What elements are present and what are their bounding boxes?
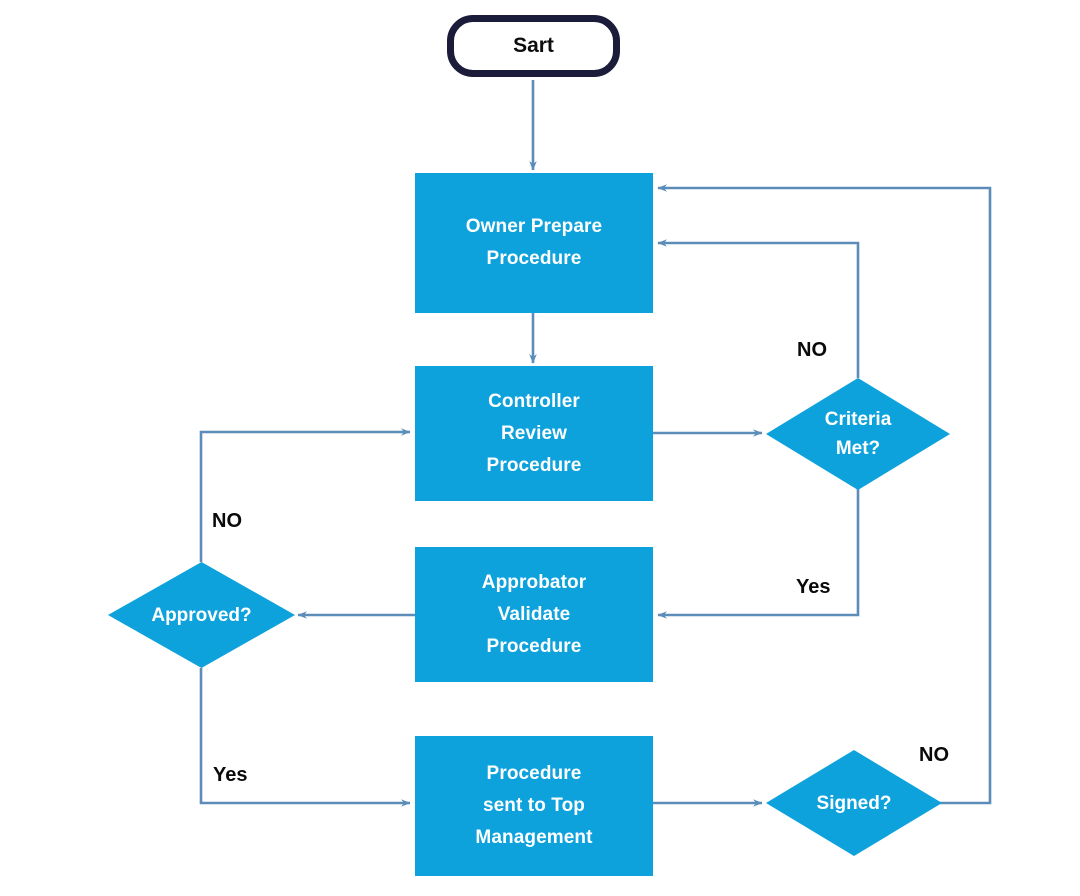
text-line: sent to Top bbox=[482, 795, 586, 816]
text-line: Criteria bbox=[824, 409, 892, 430]
text-line: Controller bbox=[488, 390, 580, 412]
node-start[interactable]: Sart bbox=[447, 15, 620, 77]
node-criteria-met-label: Criteria Met? bbox=[819, 405, 898, 463]
text-line: Procedure bbox=[486, 763, 582, 784]
node-approved-decision[interactable]: Approved? bbox=[108, 562, 295, 668]
node-criteria-met-decision[interactable]: Criteria Met? bbox=[766, 378, 950, 490]
edge-label-signed-no: NO bbox=[919, 744, 949, 766]
text-line: Owner Prepare bbox=[465, 216, 603, 237]
node-controller-review-procedure-label: Controller Review Procedure bbox=[487, 386, 582, 482]
text-line: Review bbox=[500, 422, 568, 444]
text-line: Approved? bbox=[151, 604, 252, 626]
node-approbator-validate-procedure[interactable]: Approbator Validate Procedure bbox=[415, 547, 653, 682]
edge-label-approved-no: NO bbox=[212, 510, 242, 532]
text-line: Signed? bbox=[816, 792, 892, 814]
text-line: Approbator bbox=[481, 571, 587, 593]
node-owner-prepare-procedure[interactable]: Owner Prepare Procedure bbox=[415, 173, 653, 313]
node-signed-label: Signed? bbox=[811, 789, 898, 818]
edge-label-criteria-yes: Yes bbox=[796, 576, 831, 598]
node-owner-prepare-procedure-label: Owner Prepare Procedure bbox=[466, 211, 602, 275]
node-procedure-sent-to-top-management[interactable]: Procedure sent to Top Management bbox=[415, 736, 653, 876]
node-start-label: Sart bbox=[513, 34, 554, 57]
edge-signed-no-to-owner bbox=[657, 184, 992, 805]
edge-label-criteria-no: NO bbox=[797, 339, 827, 361]
text-line: Met? bbox=[835, 438, 881, 459]
edge-approved-no-to-controller bbox=[199, 428, 411, 562]
text-line: Validate bbox=[497, 603, 571, 625]
node-procedure-sent-to-top-management-label: Procedure sent to Top Management bbox=[475, 758, 592, 854]
node-approved-label: Approved? bbox=[145, 601, 257, 630]
node-signed-decision[interactable]: Signed? bbox=[766, 750, 942, 856]
text-line: Procedure bbox=[486, 248, 582, 269]
text-line: Management bbox=[475, 827, 593, 848]
node-approbator-validate-procedure-label: Approbator Validate Procedure bbox=[482, 567, 586, 663]
text-line: Procedure bbox=[486, 635, 582, 657]
node-controller-review-procedure[interactable]: Controller Review Procedure bbox=[415, 366, 653, 501]
text-line: Procedure bbox=[486, 454, 582, 476]
edge-label-approved-yes: Yes bbox=[213, 764, 248, 786]
edge-criteria-no-to-owner bbox=[657, 239, 860, 378]
